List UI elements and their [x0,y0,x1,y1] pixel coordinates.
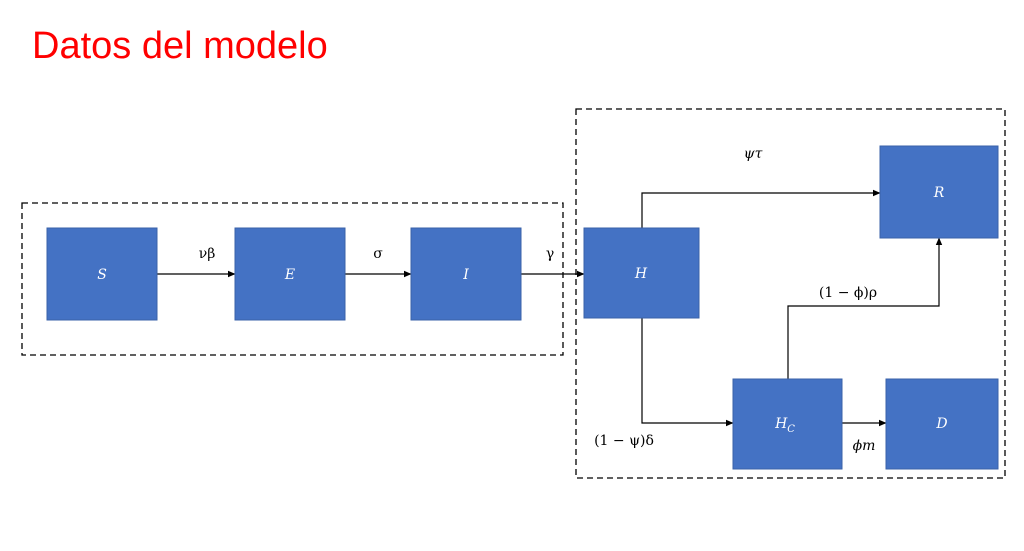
node-e-label: E [284,267,295,283]
node-e: E [234,227,346,321]
node-h: H [583,227,700,319]
svg-text:HC: HC [774,416,795,435]
edge-label-h-r: ψτ [744,146,763,162]
edge-label-i-h: γ [546,246,554,262]
edge-label-s-e: νβ [199,246,216,262]
edge-label-h-hc: (1 − ψ)δ [594,433,654,449]
node-i-label: I [462,267,469,283]
node-s-label: S [97,267,107,283]
edge-label-hc-d: ϕm [853,438,876,454]
node-s: S [46,227,158,321]
edge-hc-r [787,237,943,379]
node-hc: HC [732,378,843,470]
node-r-label: R [933,185,945,201]
node-r: R [879,145,999,239]
edge-label-e-i: σ [373,246,383,262]
edge-label-hc-r: (1 − ϕ)ρ [819,285,877,301]
node-h-label: H [634,266,648,282]
node-d: D [885,378,999,470]
group-box-right [575,108,1006,479]
node-i: I [410,227,522,321]
edge-h-hc [641,318,734,427]
node-d-label: D [935,416,947,432]
group-box-left [21,202,564,356]
node-hc-subscript: C [787,424,795,435]
edge-h-r [641,189,881,228]
page-title: Datos del modelo [32,25,328,67]
node-hc-label: H [774,416,788,432]
